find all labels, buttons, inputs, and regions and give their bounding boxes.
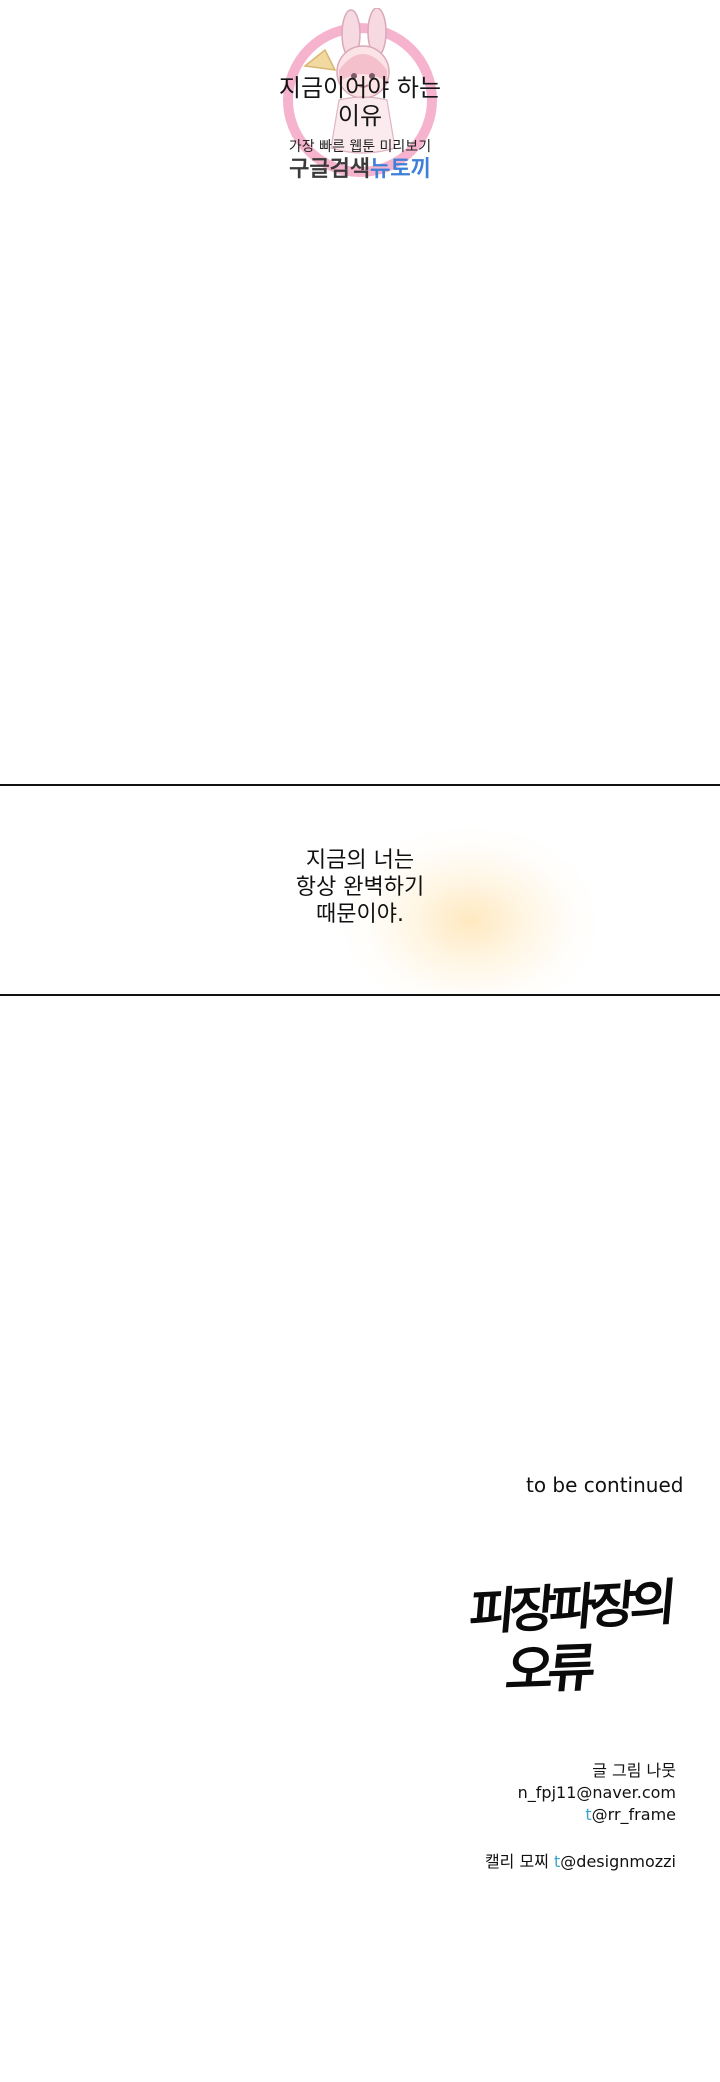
- to-be-continued-text: to be continued: [526, 1473, 684, 1497]
- series-logo-line2: 오류: [502, 1637, 594, 1702]
- watermark-subtitle: 가장 빠른 웹툰 미리보기: [288, 139, 432, 155]
- bunny-mascot-icon: [283, 8, 437, 177]
- watermark-search-text: 구글검색뉴토끼: [255, 159, 465, 181]
- story-panel: 지금의 너는 항상 완벽하기 때문이야.: [0, 784, 720, 996]
- twitter-icon: t: [554, 1852, 561, 1871]
- credit-email: n_fpj11@naver.com: [517, 1783, 676, 1802]
- watermark-search-label: 구글검색: [289, 157, 371, 182]
- twitter-icon: t: [585, 1805, 592, 1824]
- credit-twitter: t@rr_frame: [376, 1804, 676, 1826]
- panel-narration: 지금의 너는 항상 완벽하기 때문이야.: [0, 847, 720, 928]
- credits-block: 글 그림 나뭇 n_fpj11@naver.com t@rr_frame 캘리 …: [376, 1760, 676, 1873]
- light-glow: [340, 826, 600, 994]
- series-logo-line1: 피장파장의: [466, 1572, 674, 1642]
- watermark-title-line1: 지금이어야 하는: [278, 74, 442, 102]
- watermark-site-name: 뉴토끼: [370, 157, 431, 182]
- credits-spacer: [376, 1826, 676, 1851]
- credit-calligraphy: 캘리 모찌 t@designmozzi: [376, 1851, 676, 1873]
- narration-line: 지금의 너는: [305, 848, 415, 873]
- calligraphy-label: 캘리 모찌: [484, 1852, 549, 1871]
- narration-line: 때문이야.: [316, 902, 404, 927]
- credit-writer-artist: 글 그림 나뭇: [592, 1761, 676, 1780]
- narration-line: 항상 완벽하기: [295, 875, 425, 900]
- calligraphy-handle: @designmozzi: [560, 1852, 676, 1871]
- watermark-title-line2: 이유: [337, 102, 383, 130]
- series-logo: 피장파장의 오류: [467, 1572, 696, 1722]
- site-watermark: 지금이어야 하는 이유 가장 빠른 웹툰 미리보기 구글검색뉴토끼: [255, 8, 465, 190]
- twitter-handle: @rr_frame: [591, 1805, 676, 1824]
